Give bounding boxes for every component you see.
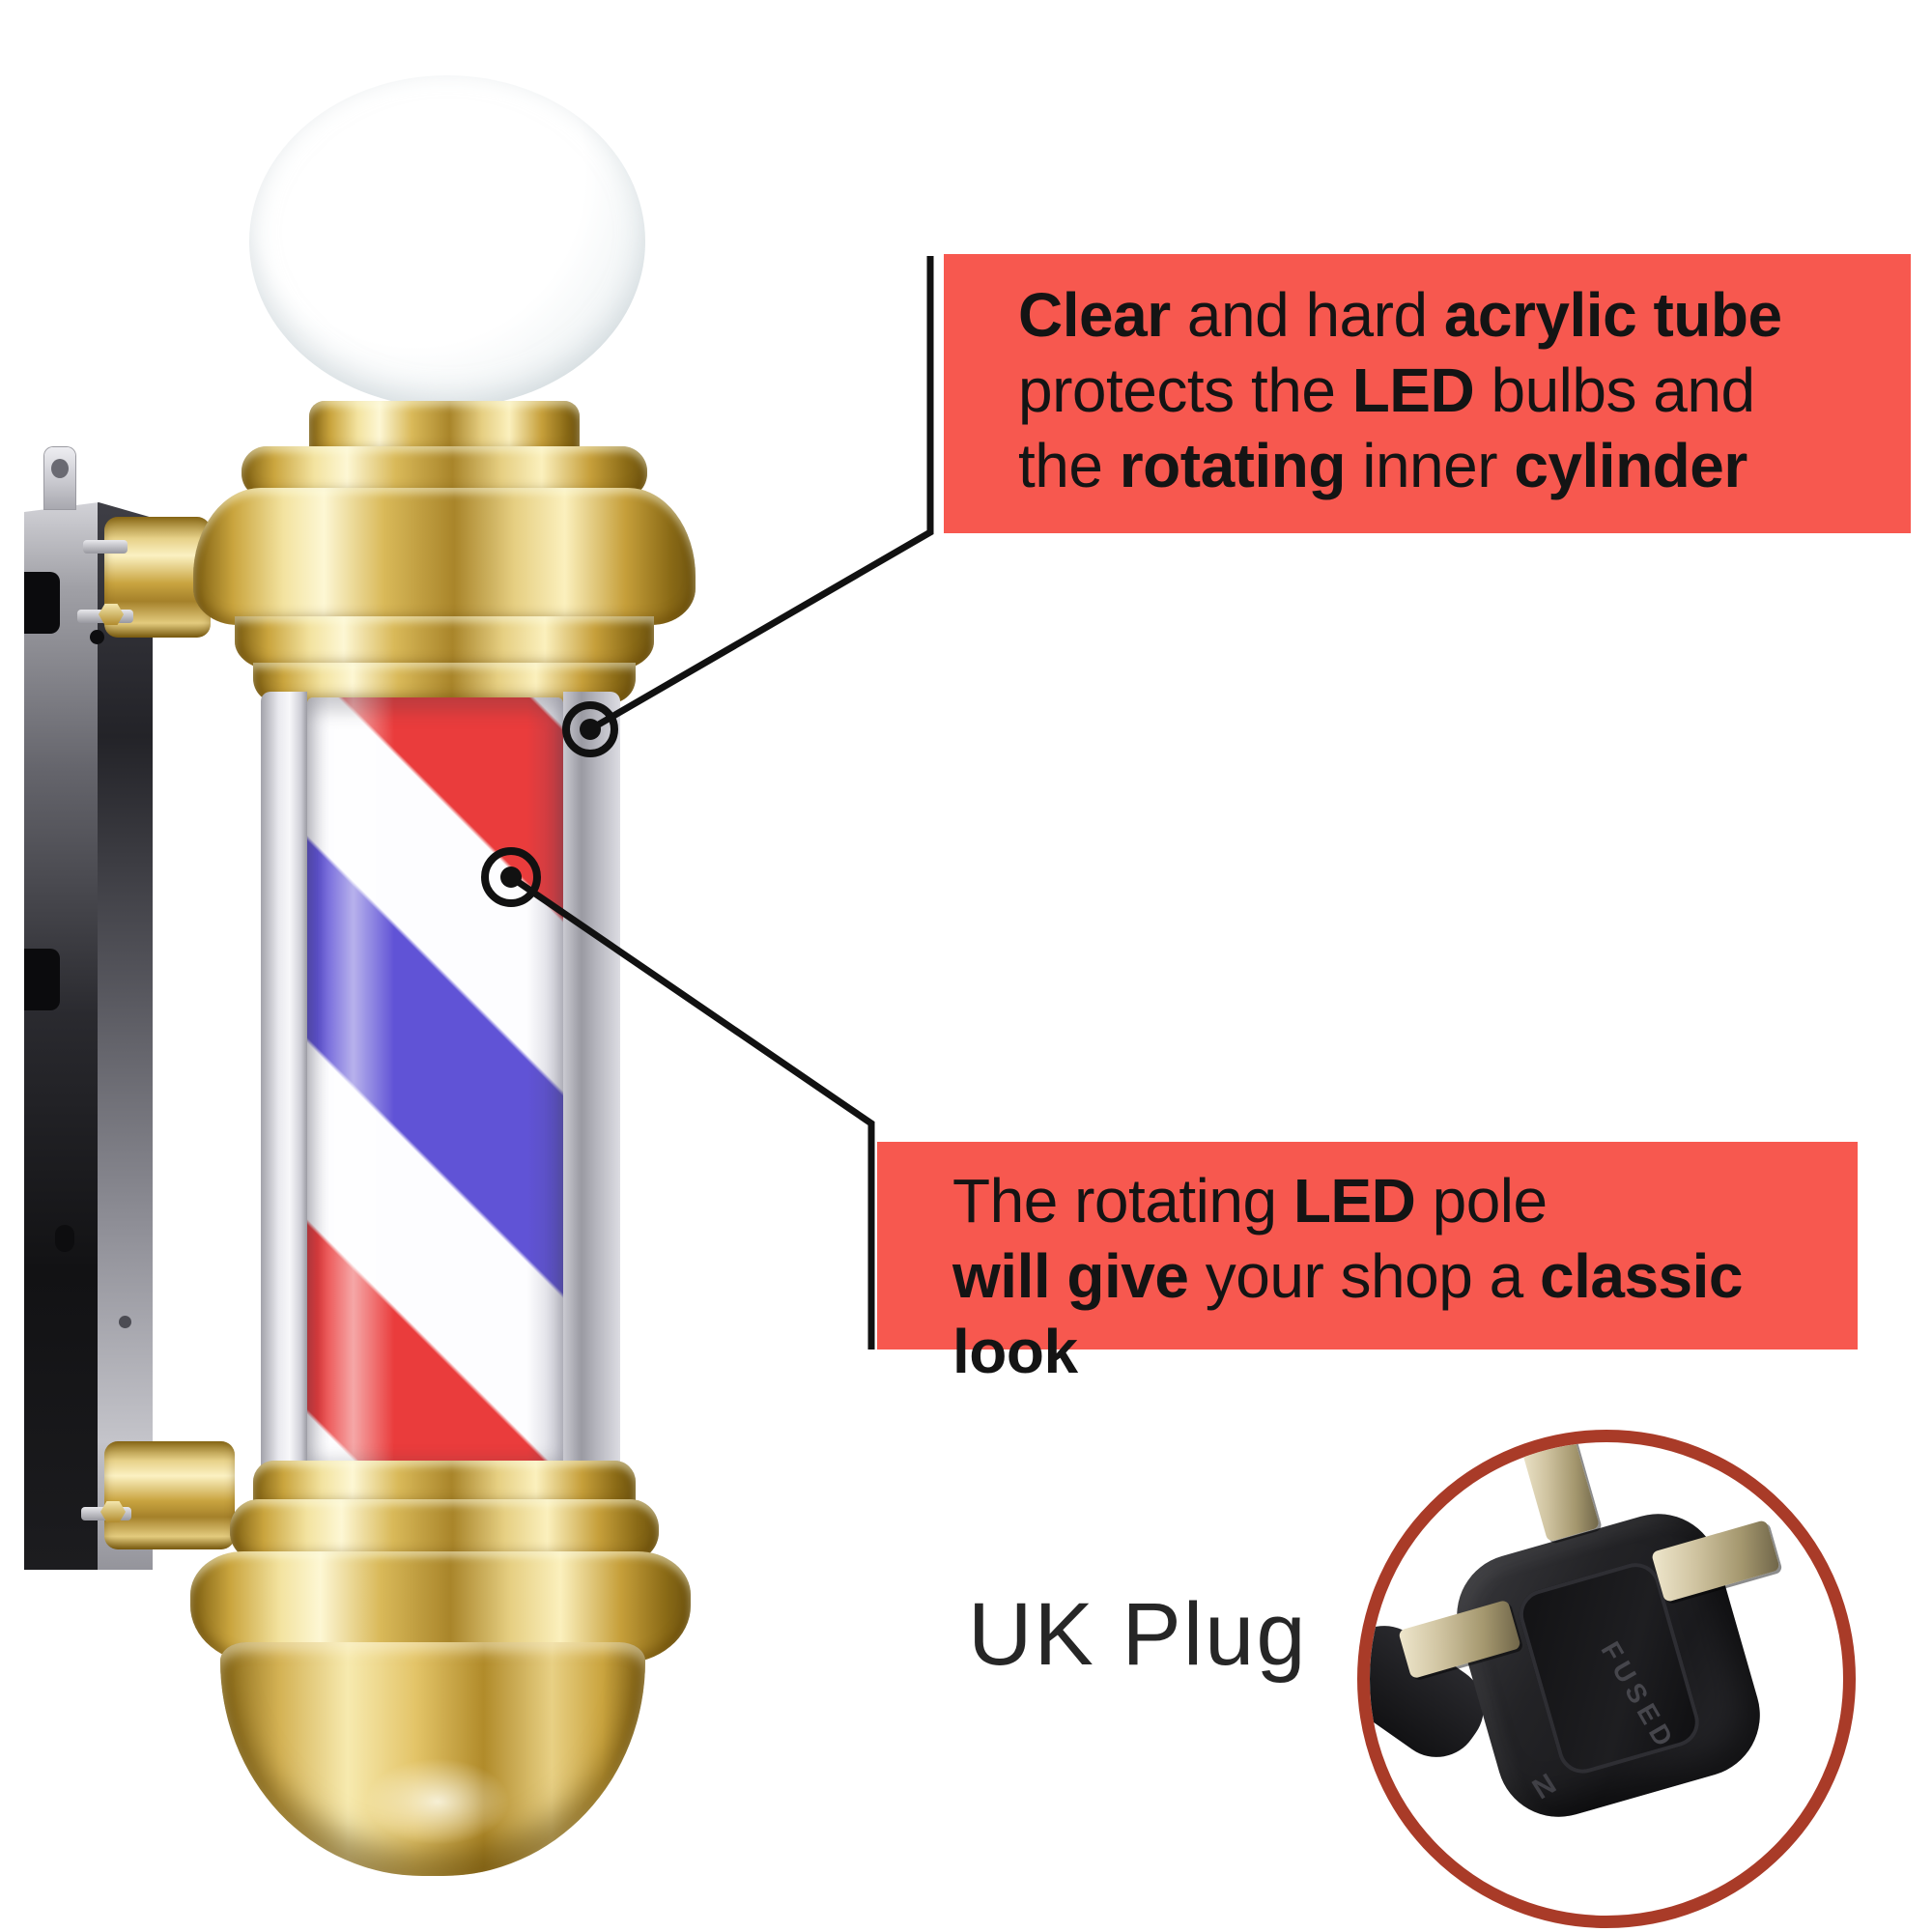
hex-nut-icon [99,604,124,625]
callout-marker-dot-1 [580,719,601,740]
top-cap-taper [235,616,654,670]
bracket-keyhole-slot [55,1225,74,1252]
striped-inner-cylinder [307,697,563,1470]
mounting-tab [44,447,75,509]
globe-lamp [249,75,645,408]
callout-text-line: will give your shop a classic look [952,1241,1744,1386]
callout-line-acrylic [588,256,934,733]
acrylic-tube-left-edge [261,692,307,1474]
callout-text-line: protects the LED bulbs and [1018,355,1755,425]
bottom-cap-ring [230,1499,659,1561]
hex-nut-icon [100,1501,126,1522]
bracket-screw-hole [90,630,104,644]
top-cap-flange [193,488,696,625]
callout-line-rotating [509,874,875,1350]
bottom-support-arm [81,1441,235,1549]
acrylic-tube-right-edge [563,692,620,1474]
callout-marker-ring-2 [481,847,541,907]
bracket-side-face [98,502,153,1570]
bolt-icon [83,540,128,554]
mounting-hole [51,459,69,478]
bowl-glint [365,1758,510,1845]
callout-text-line: The rotating LED pole [952,1166,1548,1236]
bracket-notch [24,949,60,1010]
bracket-screw-hole [119,1316,131,1328]
top-support-arm [77,517,211,638]
uk-plug-label: UK Plug [968,1585,1308,1684]
callout-marker-ring-1 [562,701,618,757]
callout-text-line: Clear and hard acrylic tube [1018,280,1782,350]
bracket-notch [24,572,60,634]
callout-marker-dot-2 [500,867,522,888]
wall-bracket [24,502,153,1570]
callout-text-line: the rotating inner cylinder [1018,431,1747,500]
bracket-front-face [24,502,98,1570]
